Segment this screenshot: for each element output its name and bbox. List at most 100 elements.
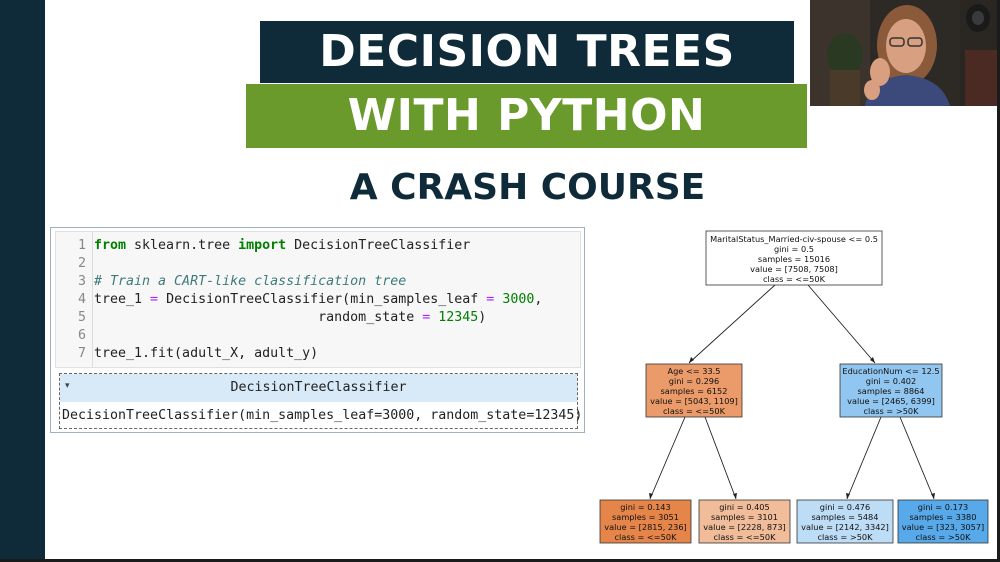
node-text: gini = 0.476 xyxy=(820,502,870,512)
node-text: gini = 0.173 xyxy=(918,502,968,512)
code-gutter xyxy=(92,232,93,367)
node-text: samples = 3101 xyxy=(711,512,778,522)
node-text: EducationNum <= 12.5 xyxy=(842,366,939,376)
tree-node-left: Age <= 33.5 gini = 0.296 samples = 6152 … xyxy=(645,363,743,418)
node-text: gini = 0.5 xyxy=(774,244,814,254)
slide-left-accent-bar xyxy=(0,0,45,562)
node-text: gini = 0.402 xyxy=(866,376,916,386)
presenter-webcam xyxy=(810,0,1000,106)
line-number: 3 xyxy=(77,274,86,289)
node-box xyxy=(796,499,894,544)
node-text: value = [323, 3057] xyxy=(902,522,985,532)
node-text: class = <=50K xyxy=(763,274,826,284)
decision-tree-diagram: MaritalStatus_Married-civ-spouse <= 0.5 … xyxy=(599,230,989,544)
node-text: Age <= 33.5 xyxy=(668,366,721,376)
node-text: value = [2228, 873] xyxy=(703,522,786,532)
estimator-header[interactable]: ▾ DecisionTreeClassifier xyxy=(60,374,577,402)
code-line-3: 3 # Train a CART-like classification tree xyxy=(56,273,576,291)
keyword-from: from xyxy=(94,238,127,253)
tree-node-root: MaritalStatus_Married-civ-spouse <= 0.5 … xyxy=(705,230,883,286)
node-box xyxy=(705,230,883,286)
node-text: samples = 3380 xyxy=(910,512,977,522)
edge-left-ll xyxy=(649,416,686,500)
node-text: samples = 6152 xyxy=(661,386,728,396)
edge-left-lr xyxy=(704,416,737,500)
arrowhead xyxy=(931,493,935,499)
line-number: 1 xyxy=(77,238,86,253)
node-box xyxy=(839,363,943,418)
arrowhead xyxy=(689,357,694,363)
edge-root-right xyxy=(807,284,876,364)
tree-leaf-lr: gini = 0.405 samples = 3101 value = [222… xyxy=(698,499,791,544)
arrowhead xyxy=(870,357,875,363)
line-number: 7 xyxy=(77,346,86,361)
code-line-2: 2 xyxy=(56,255,576,273)
node-text: samples = 15016 xyxy=(758,254,830,264)
line-number: 6 xyxy=(77,328,86,343)
node-box xyxy=(645,363,743,418)
code-indent xyxy=(94,310,318,325)
code-comment: # Train a CART-like classification tree xyxy=(94,274,407,289)
code-token: , xyxy=(534,292,543,307)
node-text: class = >50K xyxy=(863,406,919,416)
import-name: DecisionTreeClassifier xyxy=(286,238,471,253)
node-text: samples = 8864 xyxy=(858,386,925,396)
node-text: samples = 5484 xyxy=(812,512,879,522)
node-text: gini = 0.143 xyxy=(620,502,670,512)
code-operator: = xyxy=(422,310,431,325)
code-cell[interactable]: 1 from sklearn.tree import DecisionTreeCl… xyxy=(55,231,581,368)
code-line-6: 6 xyxy=(56,327,576,345)
code-number: 12345 xyxy=(438,310,479,325)
node-text: value = [7508, 7508] xyxy=(750,264,838,274)
node-text: class = >50K xyxy=(915,532,971,542)
collapse-toggle-icon[interactable]: ▾ xyxy=(65,381,70,391)
arrowhead xyxy=(649,493,653,499)
code-line-7: 7 tree_1.fit(adult_X, adult_y) xyxy=(56,345,576,363)
keyword-import: import xyxy=(238,238,287,253)
cell-output: ▾ DecisionTreeClassifier DecisionTreeCla… xyxy=(59,373,582,429)
arrowhead xyxy=(733,493,737,499)
node-text: value = [2142, 3342] xyxy=(801,522,889,532)
node-text: MaritalStatus_Married-civ-spouse <= 0.5 xyxy=(710,234,878,244)
code-token: DecisionTreeClassifier(min_samples_leaf xyxy=(158,292,487,307)
code-token: ) xyxy=(478,310,487,325)
tree-edges xyxy=(649,284,935,500)
tree-leaf-rr: gini = 0.173 samples = 3380 value = [323… xyxy=(897,499,989,544)
node-text: class = >50K xyxy=(817,532,873,542)
node-text: class = <=50K xyxy=(714,532,777,542)
code-number: 3000 xyxy=(502,292,535,307)
frame-edge xyxy=(997,0,1000,562)
node-text: gini = 0.405 xyxy=(719,502,769,512)
code-token: tree_1.fit(adult_X, adult_y) xyxy=(94,346,319,361)
subtitle: A CRASH COURSE xyxy=(349,167,706,208)
code-token: random_state xyxy=(318,310,423,325)
webcam-image xyxy=(810,0,1000,106)
line-number: 4 xyxy=(77,292,86,307)
tree-leaf-rl: gini = 0.476 samples = 5484 value = [214… xyxy=(796,499,894,544)
code-token: tree_1 xyxy=(94,292,151,307)
node-box xyxy=(897,499,989,544)
node-text: class = <=50K xyxy=(615,532,678,542)
title-line-2: WITH PYTHON xyxy=(246,84,807,148)
node-box xyxy=(698,499,791,544)
edge-root-left xyxy=(688,284,776,364)
node-text: class = <=50K xyxy=(663,406,726,416)
edge-right-rl xyxy=(846,416,882,500)
node-text: samples = 3051 xyxy=(612,512,679,522)
edge-right-rr xyxy=(899,416,935,500)
line-number: 2 xyxy=(77,256,86,271)
node-text: gini = 0.296 xyxy=(669,376,719,386)
title-line-1: DECISION TREES xyxy=(260,21,794,83)
frame-edge xyxy=(0,559,1000,562)
code-line-1: 1 from sklearn.tree import DecisionTreeCl… xyxy=(56,237,576,255)
notebook-code-panel: 1 from sklearn.tree import DecisionTreeCl… xyxy=(50,227,585,433)
node-box xyxy=(599,499,692,544)
module-name: sklearn.tree xyxy=(126,238,239,253)
code-line-5: 5 random_state = 12345) xyxy=(56,309,576,327)
tree-leaf-ll: gini = 0.143 samples = 3051 value = [281… xyxy=(599,499,692,544)
tree-node-right: EducationNum <= 12.5 gini = 0.402 sample… xyxy=(839,363,943,418)
estimator-title: DecisionTreeClassifier xyxy=(230,380,407,395)
node-text: value = [2465, 6399] xyxy=(847,396,935,406)
